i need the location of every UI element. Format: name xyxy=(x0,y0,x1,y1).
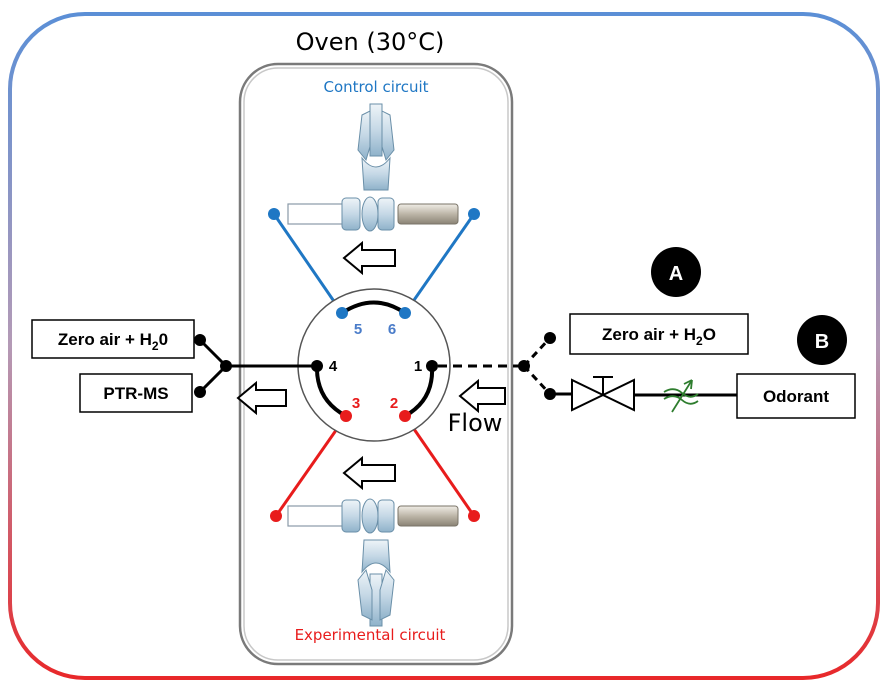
right-zero-air-label: Zero air + H2O xyxy=(602,325,716,348)
port-3-label: 3 xyxy=(352,395,360,412)
control-end-left xyxy=(268,208,280,220)
experimental-clamp-icon xyxy=(357,539,395,627)
control-end-right xyxy=(468,208,480,220)
control-circuit-label: Control circuit xyxy=(323,78,428,96)
experimental-circuit-label: Experimental circuit xyxy=(295,626,446,644)
control-line-left xyxy=(272,213,344,314)
badge-a xyxy=(651,247,701,297)
port-6-dot xyxy=(399,307,411,319)
port-5-label: 5 xyxy=(354,321,362,338)
left-zero-air-label: Zero air + H20 xyxy=(58,330,168,353)
ptr-ms-box xyxy=(79,373,193,413)
badge-b xyxy=(797,315,847,365)
experimental-end-right xyxy=(468,510,480,522)
right-zero-air-box xyxy=(569,313,749,355)
control-line-right xyxy=(403,213,476,314)
control-clamp-icon xyxy=(357,103,395,191)
odorant-label: Odorant xyxy=(763,387,829,406)
ptr-ms-label: PTR-MS xyxy=(103,384,168,403)
port-3-dot xyxy=(340,410,352,422)
experimental-trap-icon xyxy=(287,498,459,534)
left-junction xyxy=(220,360,232,372)
oven-title: Oven (30°C) xyxy=(296,28,445,56)
odorant-box xyxy=(736,373,856,419)
port-5-dot xyxy=(336,307,348,319)
right-junction xyxy=(518,360,530,372)
valve-connection-5-6 xyxy=(340,300,407,315)
flow-label: Flow xyxy=(448,409,503,437)
flow-restrictor-icon xyxy=(663,379,699,413)
inlet-arrow-icon xyxy=(458,378,506,414)
badge-a-label: A xyxy=(669,263,683,285)
port-1-dot xyxy=(426,360,438,372)
outlet-arrow-icon xyxy=(236,380,287,416)
valve-connection-4-3 xyxy=(314,365,347,418)
port-1-label: 1 xyxy=(414,358,422,375)
port-2-label: 2 xyxy=(390,395,398,412)
control-trap-icon xyxy=(287,196,459,232)
badge-b-label: B xyxy=(815,331,829,353)
port-2-dot xyxy=(399,410,411,422)
left-zero-air-box xyxy=(31,319,195,359)
experimental-flow-arrow-icon xyxy=(342,455,396,491)
port-4-label: 4 xyxy=(329,358,338,375)
valve-icon xyxy=(571,376,635,412)
port-6-label: 6 xyxy=(388,321,396,338)
experimental-line-right xyxy=(403,415,476,517)
experimental-end-left xyxy=(270,510,282,522)
experimental-line-left xyxy=(274,415,348,517)
control-flow-arrow-icon xyxy=(342,240,396,276)
